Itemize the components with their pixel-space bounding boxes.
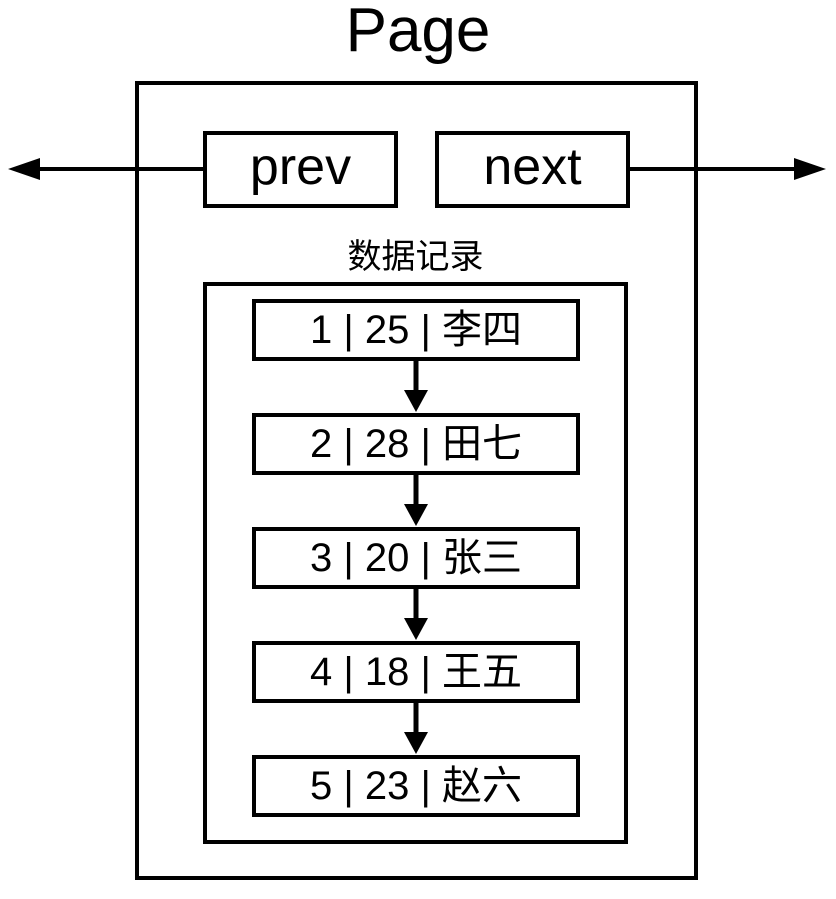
page-title: Page (345, 0, 491, 65)
record-row: 2 | 28 | 田七 (252, 413, 580, 475)
records-container (203, 282, 628, 844)
page-outer-box (135, 81, 698, 880)
record-row: 1 | 25 | 李四 (252, 299, 580, 361)
next-button-label: next (483, 137, 582, 196)
record-row: 3 | 20 | 张三 (252, 527, 580, 589)
next-button[interactable]: next (435, 131, 630, 208)
records-section-label: 数据记录 (347, 239, 484, 276)
prev-button[interactable]: prev (203, 131, 398, 208)
prev-button-label: prev (249, 137, 352, 196)
record-row: 5 | 23 | 赵六 (252, 755, 580, 817)
record-row: 4 | 18 | 王五 (252, 641, 580, 703)
